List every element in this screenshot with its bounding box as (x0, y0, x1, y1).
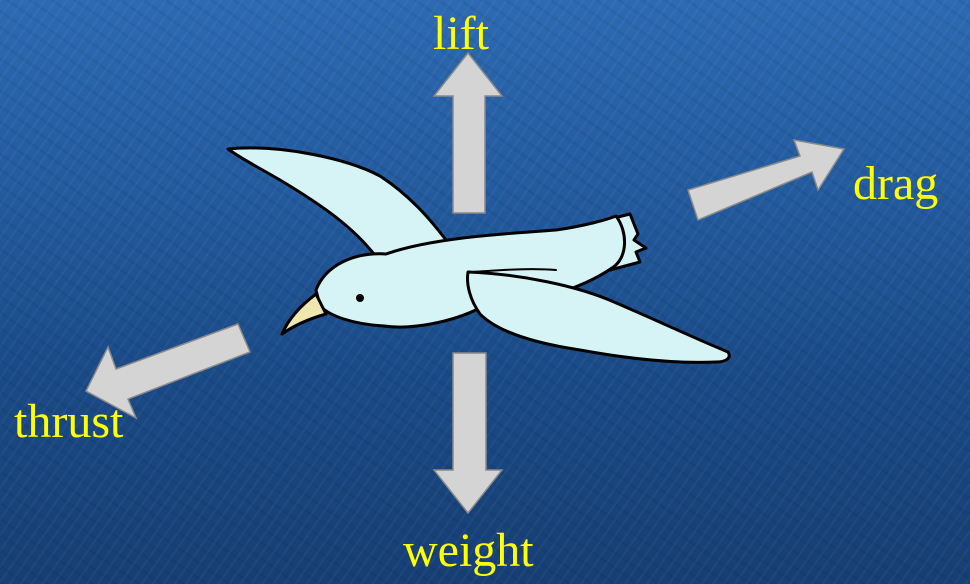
drag-arrow (688, 140, 844, 220)
seagull-eye (356, 294, 364, 302)
seagull-beak (282, 294, 326, 334)
drag-label: drag (853, 160, 938, 208)
lift-label: lift (433, 10, 489, 58)
lift-arrow (434, 53, 502, 213)
thrust-label: thrust (14, 398, 123, 446)
weight-arrow (434, 353, 502, 513)
seagull-front-wing (468, 272, 730, 362)
weight-label: weight (403, 527, 534, 575)
